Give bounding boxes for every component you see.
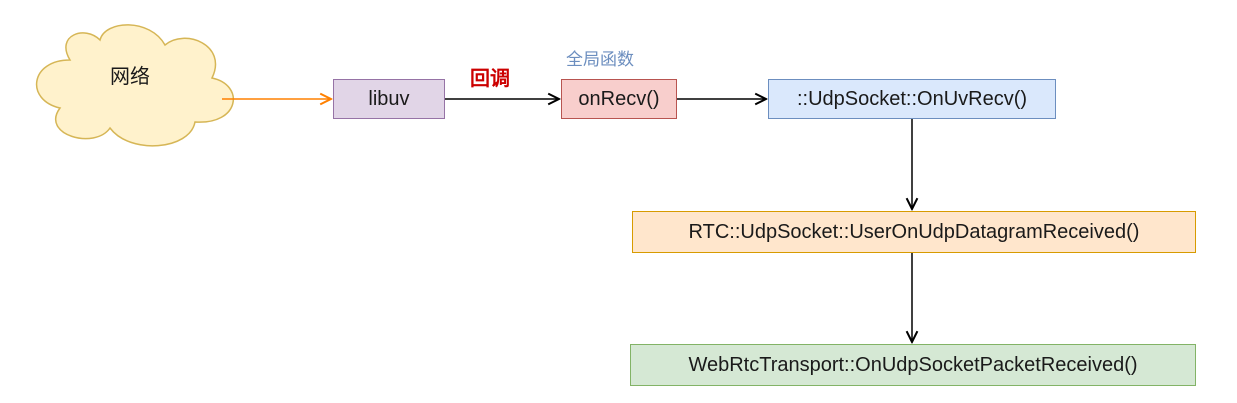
udpsocket-onuvrecv-node: ::UdpSocket::OnUvRecv() bbox=[768, 79, 1056, 119]
onrecv-node: onRecv() bbox=[561, 79, 677, 119]
network-cloud-label: 网络 bbox=[110, 65, 150, 88]
callback-label: 回调 bbox=[470, 68, 510, 90]
rtc-udpsocket-node: RTC::UdpSocket::UserOnUdpDatagramReceive… bbox=[632, 211, 1196, 253]
network-cloud-shape bbox=[35, 24, 235, 147]
webrtctransport-node: WebRtcTransport::OnUdpSocketPacketReceiv… bbox=[630, 344, 1196, 386]
libuv-node: libuv bbox=[333, 79, 445, 119]
global-function-label: 全局函数 bbox=[566, 50, 634, 69]
